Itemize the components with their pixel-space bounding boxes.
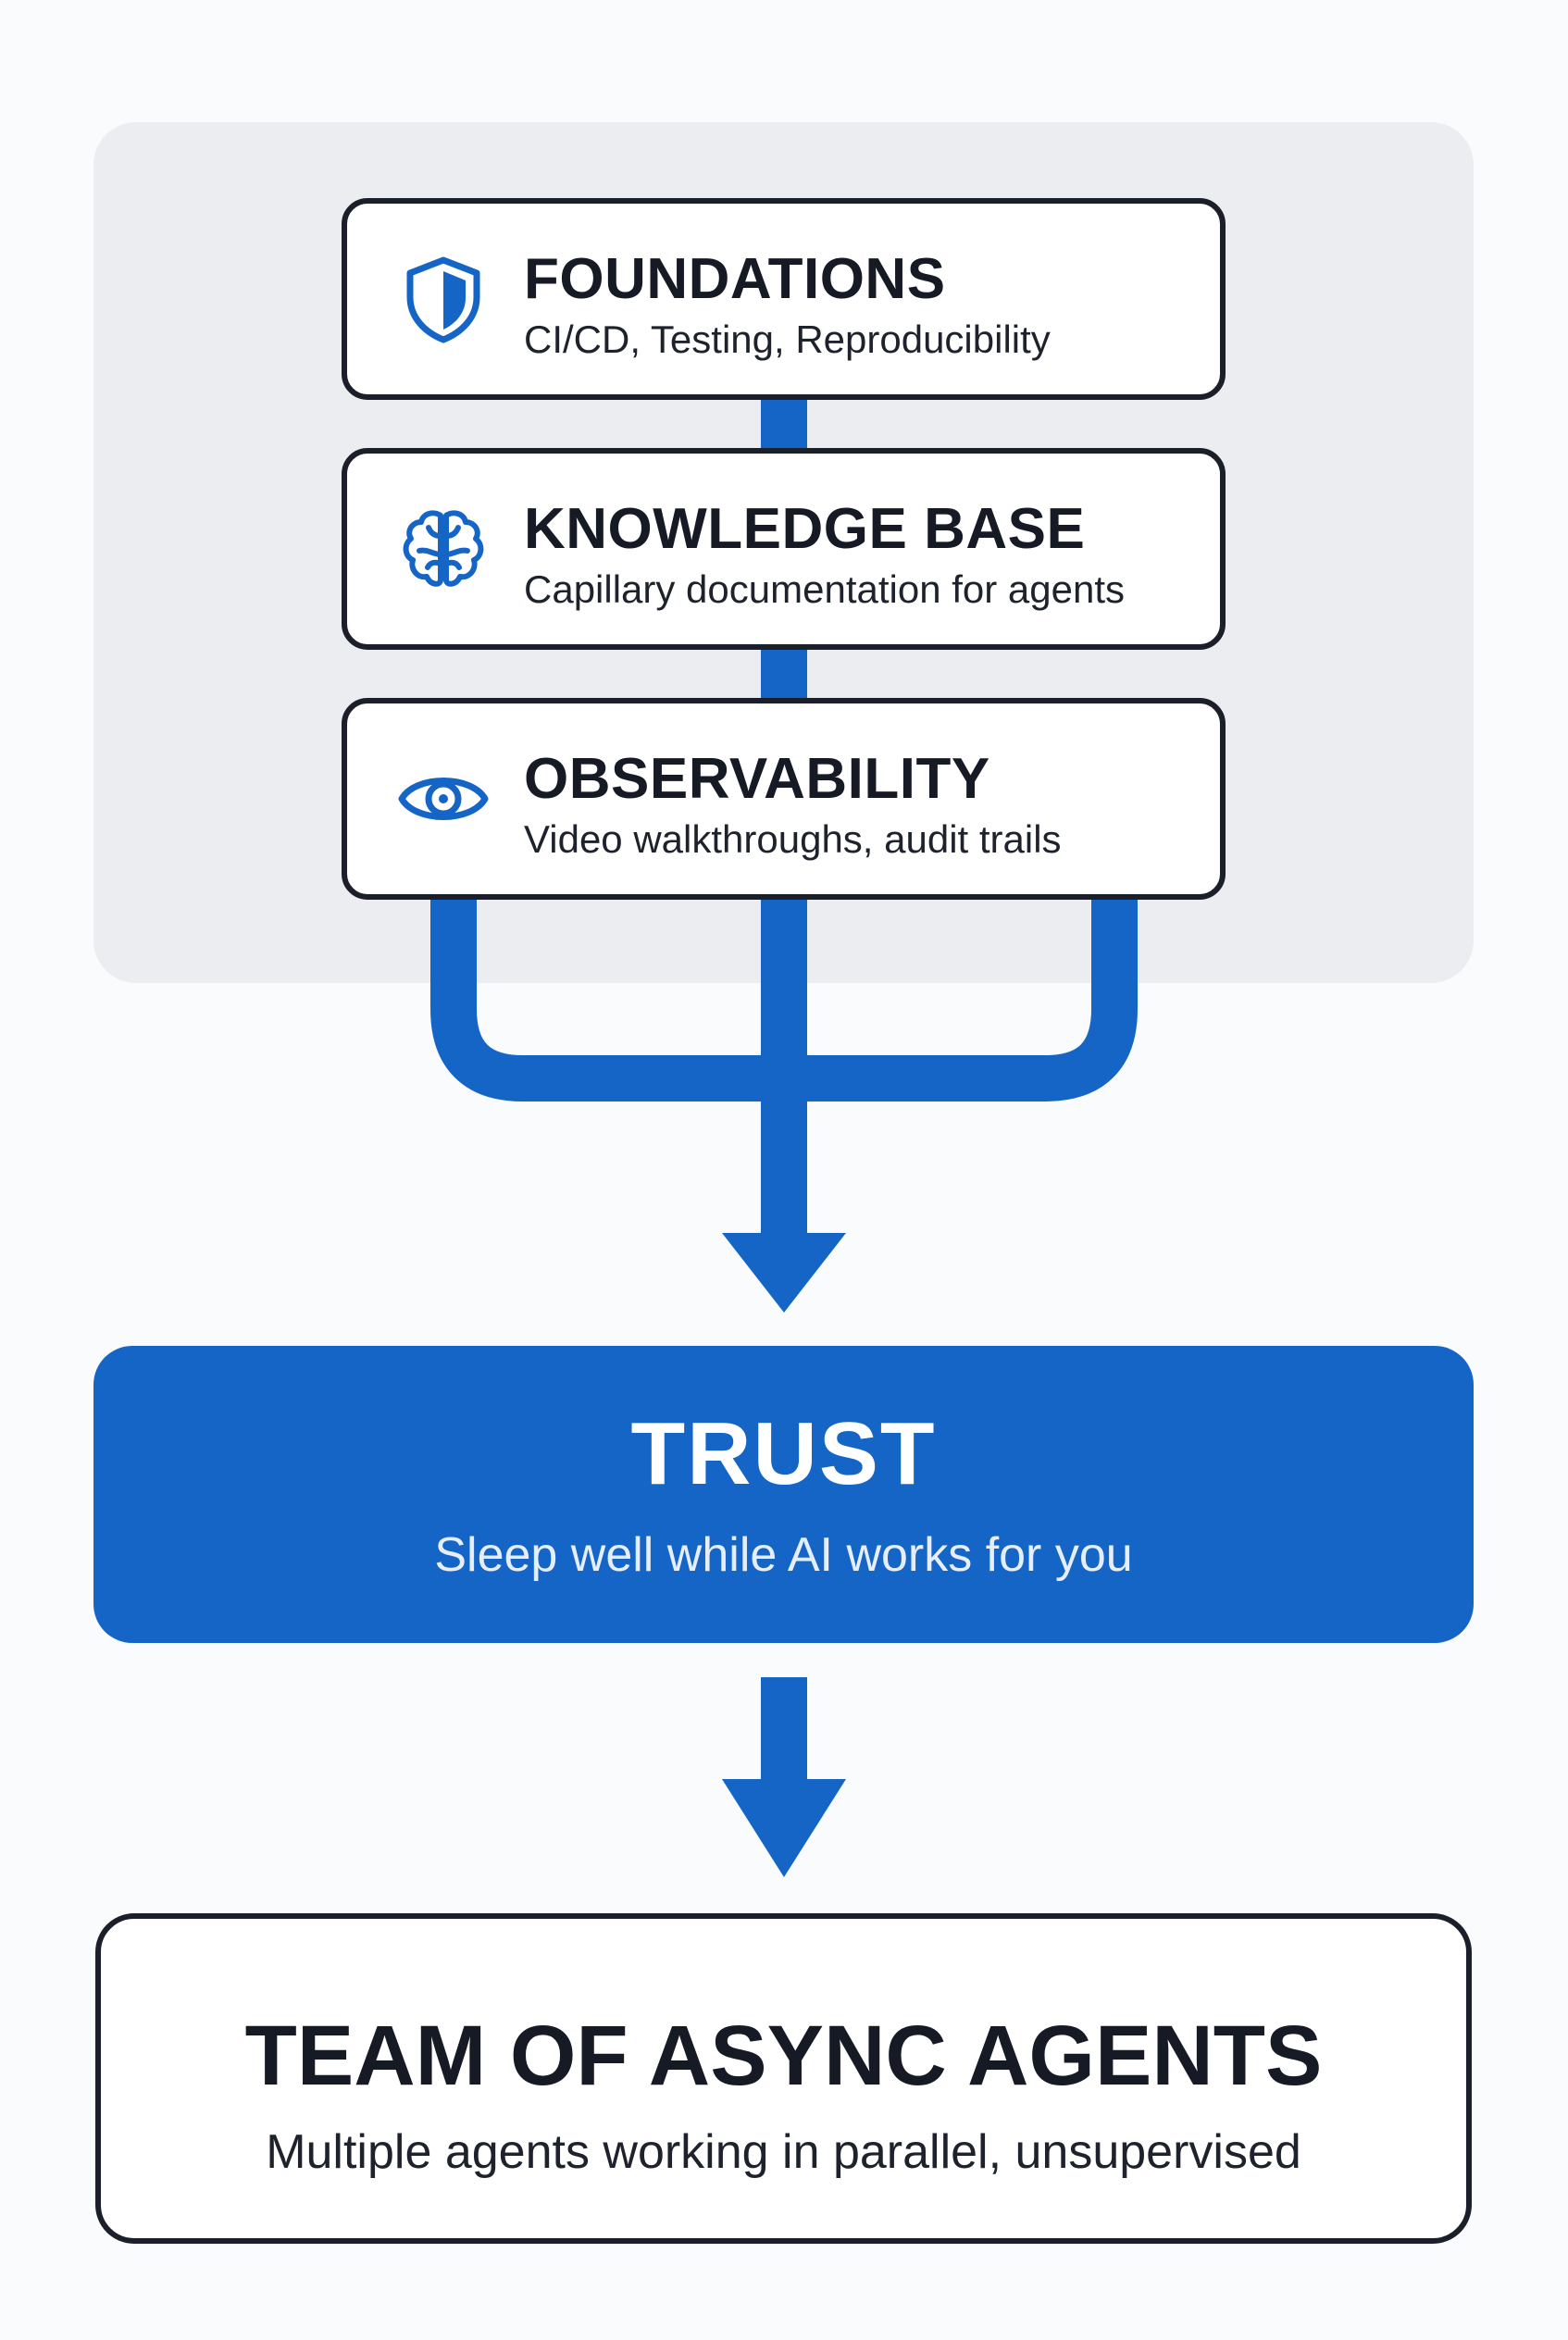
- trust-box: TRUST Sleep well while AI works for you: [93, 1346, 1474, 1643]
- layer-description: Video walkthroughs, audit trails: [524, 817, 1062, 861]
- eye-icon: [397, 753, 490, 845]
- shield-icon: [397, 253, 490, 345]
- layer-description: Capillary documentation for agents: [524, 567, 1126, 611]
- first-arrow-head: [722, 1233, 846, 1313]
- layer-title: OBSERVABILITY: [524, 747, 990, 811]
- outcome-box: TEAM OF ASYNC AGENTS Multiple agents wor…: [95, 1913, 1472, 2244]
- layer-description: CI/CD, Testing, Reproducibility: [524, 317, 1051, 361]
- layer-card-foundations: FOUNDATIONS CI/CD, Testing, Reproducibil…: [342, 198, 1226, 400]
- outcome-subtitle: Multiple agents working in parallel, uns…: [266, 2125, 1301, 2179]
- layer-title: KNOWLEDGE BASE: [524, 497, 1086, 561]
- second-arrow-head: [722, 1779, 846, 1877]
- brain-icon: [397, 503, 490, 595]
- outcome-title: TEAM OF ASYNC AGENTS: [244, 2009, 1323, 2103]
- layer-card-knowledge-base: KNOWLEDGE BASE Capillary documentation f…: [342, 448, 1226, 650]
- layer-title: FOUNDATIONS: [524, 247, 946, 311]
- trust-title: TRUST: [630, 1404, 937, 1503]
- layer-card-observability: OBSERVABILITY Video walkthroughs, audit …: [342, 698, 1226, 900]
- trust-subtitle: Sleep well while AI works for you: [434, 1528, 1133, 1582]
